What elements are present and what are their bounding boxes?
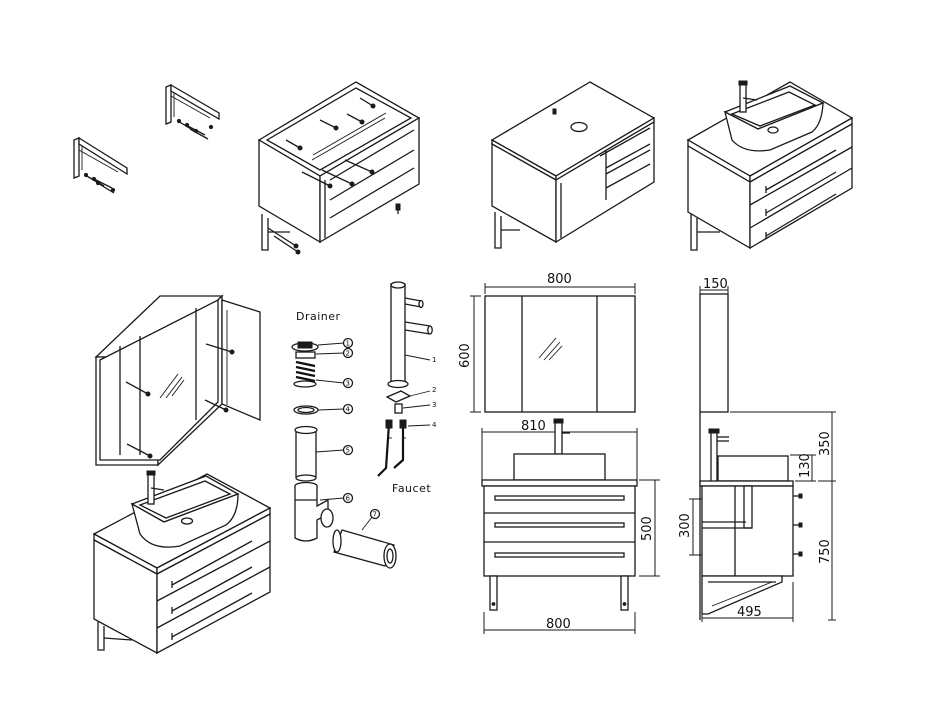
- drainer-exploded: Drainer 1 2 3: [291, 310, 397, 569]
- drainer-part-2: 2: [346, 350, 350, 358]
- wall-bracket-b: [165, 83, 220, 140]
- dim-cabinet-height: 500: [640, 516, 655, 541]
- dim-mount-height: 750: [818, 539, 833, 564]
- dim-top-width: 810: [521, 419, 546, 434]
- drainer-part-6: 6: [346, 495, 351, 503]
- wall-bracket-a: [73, 136, 128, 194]
- mirror-side-elevation: 150: [699, 277, 729, 413]
- dim-mirror-width: 800: [547, 272, 572, 287]
- drainer-part-7: 7: [373, 511, 377, 519]
- drainer-part-3: 3: [346, 380, 350, 388]
- dim-mirror-depth: 150: [703, 277, 728, 292]
- cabinet-with-countertop: [490, 81, 656, 249]
- dim-mirror-height: 600: [458, 343, 473, 368]
- drainer-part-5: 5: [346, 447, 350, 455]
- drainer-label: Drainer: [296, 310, 341, 323]
- mirror-front-elevation: 800 600: [458, 272, 636, 413]
- mirror-cabinet-open: [94, 294, 261, 467]
- vanity-assembled: [92, 470, 272, 655]
- dim-cabinet-width: 800: [546, 617, 571, 632]
- drainer-part-1: 1: [346, 340, 350, 348]
- faucet-part-2: 2: [432, 386, 436, 394]
- vanity-front-elevation: 810 500 800: [481, 418, 660, 634]
- dim-basin-rim: 130: [798, 453, 813, 478]
- faucet-part-4: 4: [432, 421, 437, 429]
- dim-basin-height: 350: [818, 431, 833, 456]
- faucet-part-3: 3: [432, 401, 436, 409]
- faucet-label: Faucet: [392, 482, 431, 495]
- dim-drain-height: 300: [678, 513, 693, 538]
- vanity-with-basin: [686, 80, 854, 251]
- drainer-part-4: 4: [346, 406, 351, 414]
- vanity-side-elevation: 300 130 350 750 495: [678, 411, 836, 622]
- faucet-exploded: 1 2 3 4 Faucet: [377, 281, 437, 495]
- faucet-part-1: 1: [432, 356, 436, 364]
- open-cabinet-frame: [257, 81, 421, 255]
- dim-cabinet-depth: 495: [737, 605, 762, 620]
